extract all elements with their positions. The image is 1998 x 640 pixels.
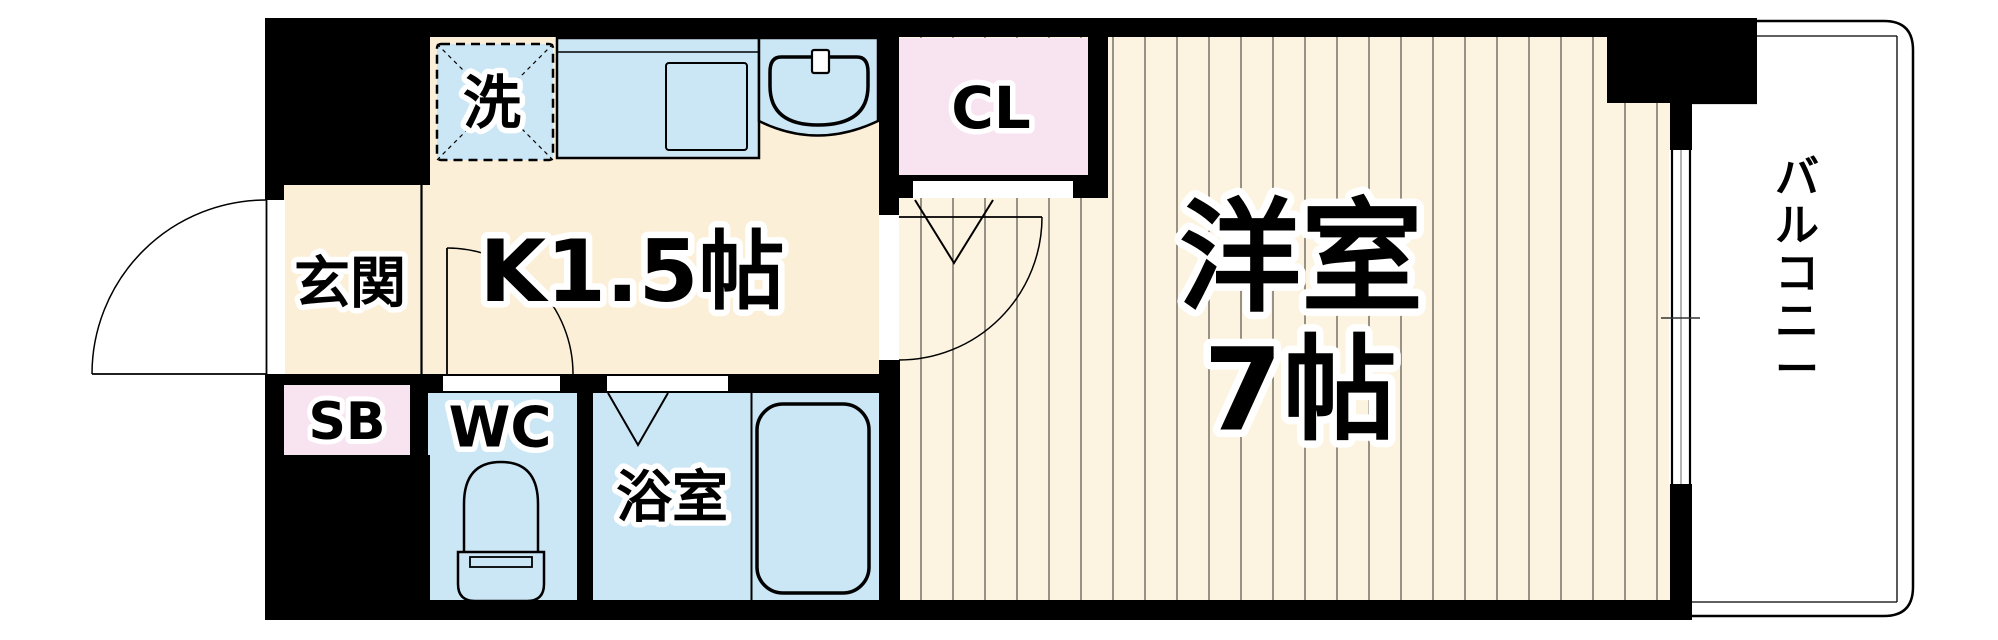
toilet-lid [469,556,533,568]
bathroom-room [593,393,880,602]
bathtub [755,402,871,595]
walls [265,18,1757,620]
wall-segment [265,18,1757,37]
entrance-door-arc [91,199,267,375]
balcony-window [1661,150,1700,484]
balcony-outer-border [1692,19,1915,618]
window-frame-lines [1670,150,1692,484]
bathroom-label: 浴室 [616,466,728,531]
wc-label: WC [449,396,552,461]
closet-label: CL [951,74,1031,142]
room-door-opening [879,215,899,360]
wall-segment [879,360,900,620]
door-openings [264,181,1073,391]
wall-segment [577,393,593,620]
kitchen-label: K1.5帖 [480,222,785,322]
balcony-outline [1692,19,1915,618]
wc-door-opening [443,376,560,391]
closet-folding-door-mark [914,199,994,265]
western-room-size-label: 7帖 [1203,324,1396,457]
wall-segment [879,18,899,215]
entrance-opening [264,200,285,374]
balcony-inner-border [1692,35,1898,603]
washbasin-cabinet [757,36,880,137]
genkan-label: 玄関 [294,252,406,317]
wall-segment [265,18,430,185]
washbasin-unit [757,36,880,137]
door-symbols [91,185,1043,448]
wall-segment [265,600,1692,620]
closet-area [899,38,1088,175]
wc-door-arc [446,247,574,375]
balcony-label: バルコニー [1775,152,1819,395]
wall-segment [1670,484,1692,620]
laundry-label: 洗 [463,69,521,137]
bath-door-opening [607,376,728,391]
wall-segment [1607,18,1757,103]
room-door-arc [898,216,1043,361]
bath-folding-door-mark [607,392,669,448]
laundry-pan-cross [436,43,554,161]
laundry-pan-symbol [435,42,555,162]
wall-segment [1670,103,1692,150]
wall-segment [410,374,428,620]
shoe-box-area [284,385,410,455]
shoe-box-label: SB [308,392,385,452]
washbasin-bowl [768,55,870,127]
wall-segment [284,374,410,385]
washbasin-faucet [810,48,831,75]
wall-segment [1088,18,1108,198]
wc-room [428,393,577,603]
room-labels: 玄関 K1.5帖 洗 CL SB WC 浴室 洋室 7帖 バルコニー [289,64,1820,537]
western-room-label: 洋室 [1179,187,1423,329]
closet-door-opening [913,181,1073,198]
kitchen-sink [665,62,748,151]
kitchen-counter [555,36,878,160]
entrance-door-leaf [92,200,268,375]
toilet-bowl [462,460,540,552]
wall-segment [265,455,430,620]
